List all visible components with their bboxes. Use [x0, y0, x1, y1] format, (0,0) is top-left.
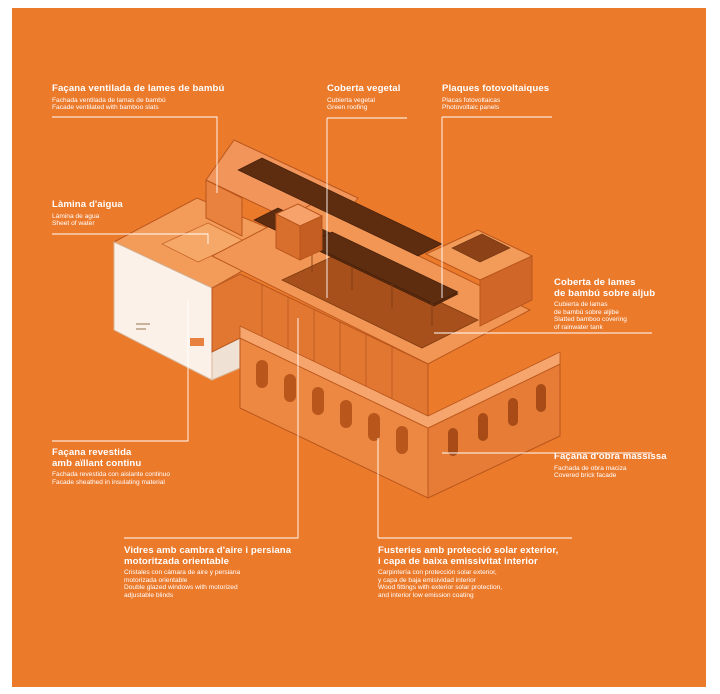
label-bamboo-facade: Façana ventilada de lames de bambú Facha…: [52, 83, 225, 112]
label-glazed-windows-en: Double glazed windows with motorized adj…: [124, 584, 238, 599]
label-wood-fittings-en: Wood fittings with exterior solar protec…: [378, 584, 503, 599]
label-wood-fittings-ca: Fusteries amb protecció solar exterior, …: [378, 545, 559, 567]
logo-mark: [136, 323, 204, 346]
label-solar-panels: Plaques fotovoltaiques Placas fotovoltai…: [442, 83, 550, 112]
label-solar-panels-ca: Plaques fotovoltaiques: [442, 83, 550, 94]
label-bamboo-roof-es: Cubierta de lamas de bambú sobre aljibe: [554, 301, 619, 316]
label-bamboo-facade-ca: Façana ventilada de lames de bambú: [52, 83, 225, 94]
label-brick-facade-es: Fachada de obra maciza: [554, 464, 627, 472]
green-roof: [281, 253, 479, 349]
brick-facade-cornice: [239, 325, 561, 429]
label-water-sheet-es: Lámina de agua: [52, 212, 100, 220]
label-wood-fittings-es: Carpintería con protección solar exterio…: [378, 569, 497, 584]
label-insulated-facade: Façana revestida amb aïllant continu Fac…: [52, 447, 171, 486]
label-bamboo-facade-es: Fachada ventilada de lamas de bambú: [52, 96, 166, 104]
tank-box-front: [479, 255, 533, 327]
leader-lines: [52, 116, 652, 539]
label-bamboo-facade-en: Facade ventilated with bamboo slats: [52, 104, 159, 112]
panel-frames: [311, 248, 433, 326]
label-glazed-windows: Vidres amb cambra d'aire i persiana moto…: [124, 545, 292, 599]
label-bamboo-roof-ca: Coberta de lames de bambú sobre aljub: [554, 277, 656, 299]
label-water-sheet: Làmina d'aigua Lámina de agua Sheet of w…: [52, 199, 123, 228]
label-brick-facade: Façana d'obra massissa Fachada de obra m…: [554, 451, 667, 480]
label-brick-facade-en: Covered brick facade: [554, 472, 617, 480]
label-insulated-facade-ca: Façana revestida amb aïllant continu: [52, 447, 142, 469]
label-insulated-facade-en: Facade sheathed in insulating material: [52, 478, 165, 486]
label-solar-panels-es: Placas fotovoltaicas: [442, 96, 501, 104]
tank-slats: [451, 233, 511, 263]
building-illustration: [52, 116, 652, 539]
label-green-roof-ca: Coberta vegetal: [327, 83, 401, 94]
label-green-roof-es: Cubierta vegetal: [327, 96, 376, 104]
arched-windows-front: [256, 360, 408, 454]
label-solar-panels-en: Photovoltaic panels: [442, 104, 500, 112]
label-glazed-windows-ca: Vidres amb cambra d'aire i persiana moto…: [124, 545, 292, 567]
label-brick-facade-ca: Façana d'obra massissa: [554, 451, 667, 462]
diagram-panel: Façana ventilada de lames de bambú Facha…: [12, 8, 706, 687]
label-bamboo-roof-en: Slatted bamboo covering of rainwater tan…: [554, 316, 627, 331]
roof-box-side: [299, 215, 323, 261]
label-green-roof-en: Green roofing: [327, 104, 368, 112]
label-insulated-facade-es: Fachada revestida con aislante continuo: [52, 471, 171, 479]
label-glazed-windows-es: Cristales con cámara de aire y persiana …: [124, 569, 241, 584]
label-water-sheet-ca: Làmina d'aigua: [52, 199, 123, 210]
label-green-roof: Coberta vegetal Cubierta vegetal Green r…: [327, 83, 401, 112]
arched-windows-side: [448, 384, 546, 456]
label-water-sheet-en: Sheet of water: [52, 220, 95, 228]
label-bamboo-roof: Coberta de lames de bambú sobre aljub Cu…: [554, 277, 656, 331]
label-wood-fittings: Fusteries amb protecció solar exterior, …: [378, 545, 559, 599]
bamboo-facade: [205, 179, 243, 237]
